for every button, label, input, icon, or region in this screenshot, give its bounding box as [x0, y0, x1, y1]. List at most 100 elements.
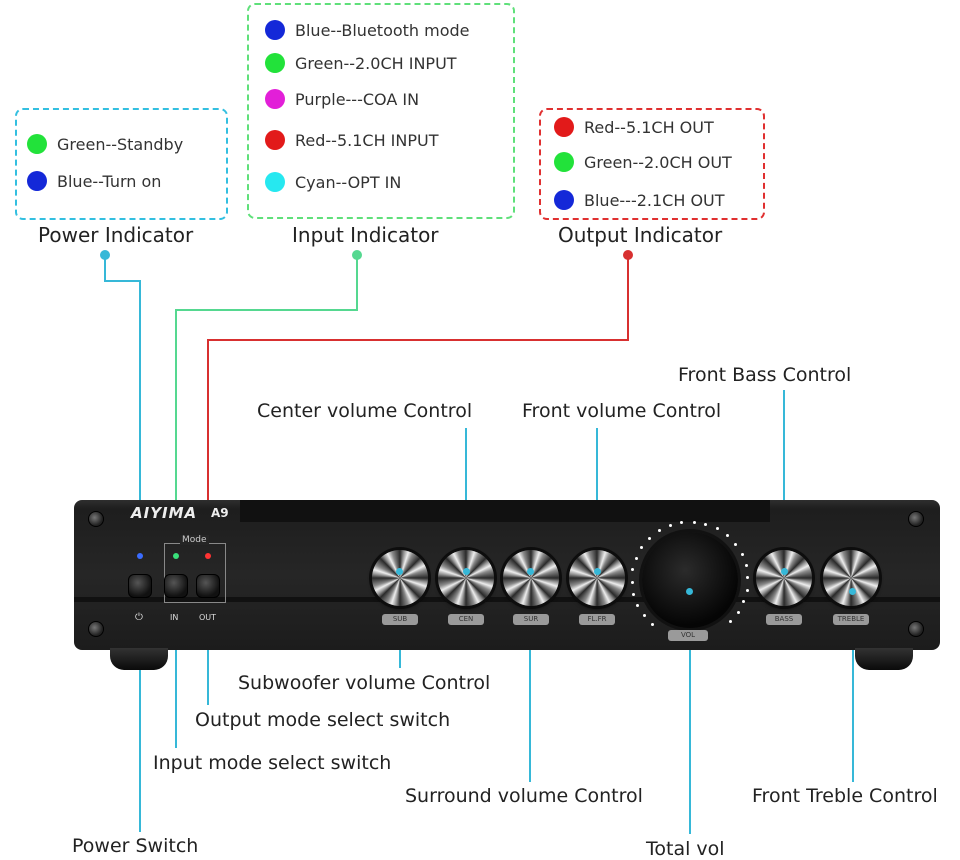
legend-item: Red--5.1CH OUT: [554, 117, 714, 137]
volume-ring-dot: [634, 556, 638, 560]
out-label: OUT: [199, 613, 217, 622]
legend-text: Cyan--OPT IN: [295, 172, 402, 192]
volume-ring-dot: [744, 564, 748, 568]
volume-ring-dot: [651, 622, 655, 626]
legend-item: Blue--Turn on: [27, 171, 161, 191]
volume-ring-dot: [657, 529, 661, 533]
legend-item: Blue--Bluetooth mode: [265, 20, 470, 40]
volume-ring-dot: [736, 610, 740, 614]
legend-text: Green--2.0CH OUT: [584, 152, 732, 172]
knob-tag: BASS: [766, 614, 802, 625]
front-volume-knob[interactable]: [569, 550, 625, 606]
volume-ring-dot: [725, 534, 729, 538]
red-dot-icon: [554, 117, 574, 137]
volume-ring-dot: [668, 523, 672, 527]
knob-tag: SUB: [382, 614, 418, 625]
volume-ring-dot: [636, 603, 640, 607]
front-treble-knob[interactable]: [823, 550, 879, 606]
legend-item: Purple---COA IN: [265, 89, 419, 109]
volume-ring-dot: [728, 620, 732, 624]
screw-icon: [88, 511, 104, 527]
output-mode-label: Output mode select switch: [195, 709, 451, 731]
purple-dot-icon: [265, 89, 285, 109]
total-volume-knob[interactable]: [642, 532, 738, 628]
model-name: A9: [211, 506, 229, 520]
marker-dot: [594, 568, 601, 575]
subwoofer-volume-label: Subwoofer volume Control: [238, 672, 491, 694]
legend-item: Green--2.0CH OUT: [554, 152, 732, 172]
volume-ring-dot: [630, 580, 634, 584]
marker-dot: [849, 588, 856, 595]
legend-text: Blue--Turn on: [57, 171, 162, 191]
blue-dot-icon: [265, 20, 285, 40]
knob-tag: FL.FR: [579, 614, 615, 625]
input-mode-button[interactable]: [164, 574, 188, 598]
volume-ring-dot: [632, 592, 636, 596]
volume-ring-dot: [631, 568, 635, 572]
center-volume-label: Center volume Control: [257, 400, 473, 422]
legend-item: Green--2.0CH INPUT: [265, 53, 457, 73]
output-indicator-title: Output Indicator: [558, 223, 723, 247]
marker-dot: [781, 568, 788, 575]
legend-text: Red--5.1CH OUT: [584, 117, 714, 137]
volume-ring-dot: [742, 600, 746, 604]
legend-text: Red--5.1CH INPUT: [295, 130, 439, 150]
legend-item: Red--5.1CH INPUT: [265, 130, 439, 150]
brand-logo: AIYIMA: [131, 504, 198, 522]
amplifier-foot: [110, 648, 168, 670]
input-indicator-title: Input Indicator: [292, 223, 439, 247]
volume-ring-dot: [640, 546, 644, 550]
knob-tag: SUR: [513, 614, 549, 625]
input-indicator-legend: [247, 3, 515, 219]
mode-label: Mode: [180, 535, 209, 545]
volume-ring-dot: [648, 536, 652, 540]
screw-icon: [908, 511, 924, 527]
legend-text: Purple---COA IN: [295, 89, 420, 109]
front-treble-label: Front Treble Control: [752, 785, 938, 807]
screw-icon: [908, 621, 924, 637]
output-mode-button[interactable]: [196, 574, 220, 598]
legend-item: Blue---2.1CH OUT: [554, 190, 725, 210]
front-bass-knob[interactable]: [756, 550, 812, 606]
amplifier-top-recess: [240, 500, 770, 522]
power-indicator-legend: [15, 108, 228, 220]
knob-tag: TREBLE: [833, 614, 869, 625]
input-mode-label: Input mode select switch: [153, 752, 392, 774]
green-dot-icon: [265, 53, 285, 73]
legend-text: Green--2.0CH INPUT: [295, 53, 457, 73]
center-volume-knob[interactable]: [438, 550, 494, 606]
legend-item: Green--Standby: [27, 134, 183, 154]
surround-volume-knob[interactable]: [503, 550, 559, 606]
front-bass-label: Front Bass Control: [678, 364, 852, 386]
cyan-dot-icon: [265, 172, 285, 192]
marker-dot: [396, 568, 403, 575]
volume-ring-dot: [680, 521, 684, 525]
amplifier-groove: [74, 597, 940, 602]
blue-dot-icon: [27, 171, 47, 191]
volume-ring-dot: [715, 527, 719, 531]
marker-dot: [686, 588, 693, 595]
marker-dot: [463, 568, 470, 575]
power-indicator-title: Power Indicator: [38, 223, 194, 247]
in-label: IN: [170, 613, 179, 622]
volume-ring-dot: [734, 542, 738, 546]
knob-tag: VOL: [668, 630, 708, 641]
subwoofer-volume-knob[interactable]: [372, 550, 428, 606]
red-dot-icon: [265, 130, 285, 150]
front-volume-label: Front volume Control: [522, 400, 722, 422]
marker-dot: [527, 568, 534, 575]
knob-tag: CEN: [448, 614, 484, 625]
blue-dot-icon: [554, 190, 574, 210]
legend-text: Green--Standby: [57, 134, 184, 154]
volume-ring-dot: [642, 614, 646, 618]
volume-ring-dot: [746, 576, 750, 580]
legend-text: Blue--Bluetooth mode: [295, 20, 470, 40]
power-switch-button[interactable]: [128, 574, 152, 598]
volume-ring-dot: [704, 522, 708, 526]
green-dot-icon: [554, 152, 574, 172]
power-led: [137, 553, 143, 559]
power-icon: ⏻: [135, 612, 143, 623]
amplifier-foot: [855, 648, 913, 670]
volume-ring-dot: [745, 588, 749, 592]
